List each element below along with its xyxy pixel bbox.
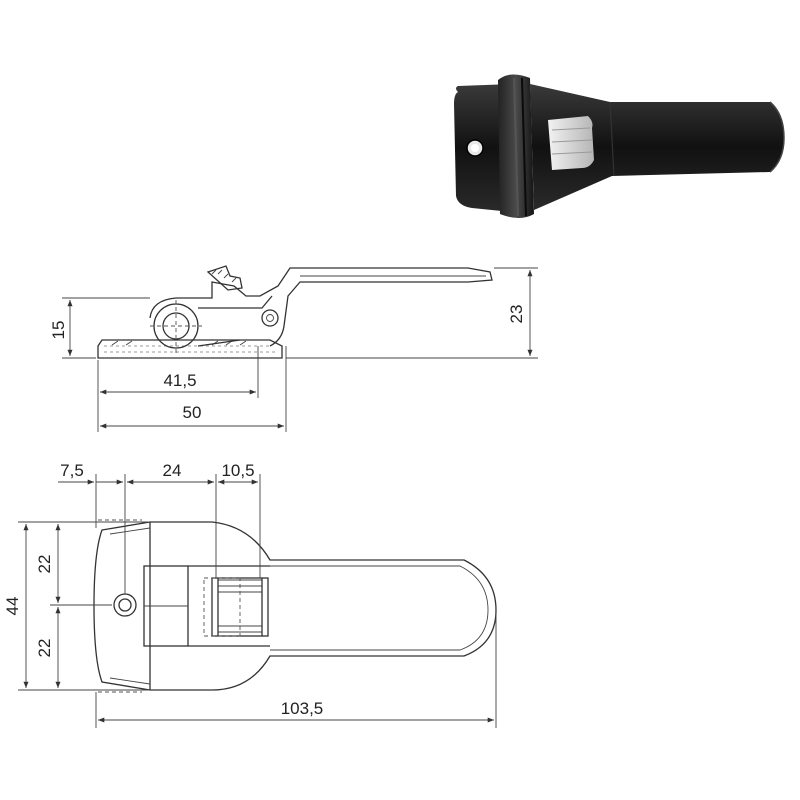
- dim-top-total-width: 44: [3, 597, 22, 616]
- release-tab-icon: [548, 116, 594, 170]
- side-view: [97, 265, 493, 359]
- dim-top-upper-half: 22: [35, 555, 54, 574]
- product-photo-sketch: [454, 74, 785, 218]
- dim-top-total-length: 103,5: [281, 699, 324, 718]
- dim-top-lower-half: 22: [35, 639, 54, 658]
- side-dimensions: 15 23 41,5 50: [49, 267, 538, 432]
- dim-top-slot-length: 10,5: [221, 461, 254, 480]
- dim-top-left-offset: 7,5: [60, 461, 84, 480]
- dim-side-total-height: 23: [507, 305, 526, 324]
- dim-side-pivot-length: 41,5: [163, 371, 196, 390]
- top-dimensions: 7,5 24 10,5 22 22 44 103,5: [3, 461, 497, 728]
- dim-side-height: 15: [49, 321, 68, 340]
- top-view: [93, 519, 497, 693]
- dim-top-mid-length: 24: [163, 461, 182, 480]
- dim-side-base-length: 50: [183, 403, 202, 422]
